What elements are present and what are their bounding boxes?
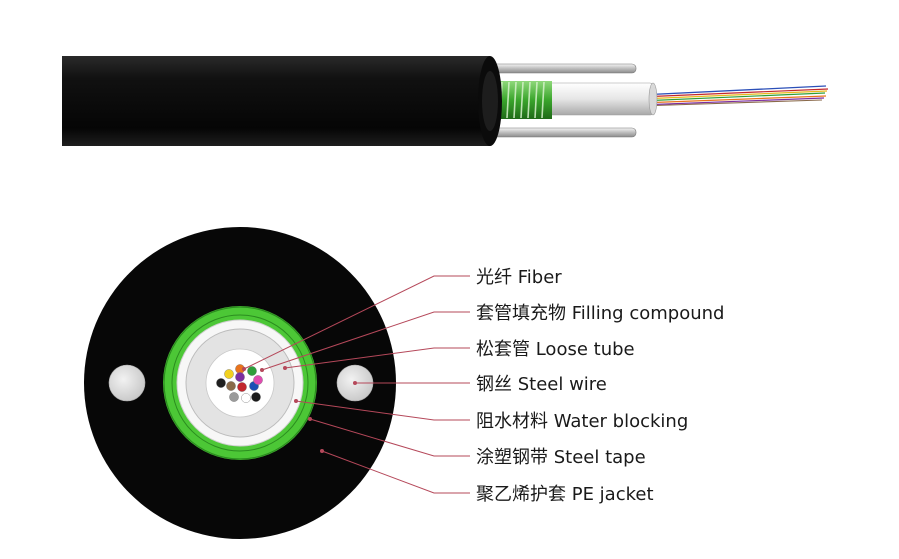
leader-line-fiber	[243, 275, 470, 370]
fiber-dot	[237, 382, 247, 392]
steel-wire-rod-bottom	[487, 127, 637, 138]
label-filling-compound: 套管填充物 Filling compound	[476, 303, 724, 324]
leader-line-filling-compound	[261, 311, 470, 371]
pe-jacket-side	[62, 56, 496, 146]
fiber-dot	[226, 381, 236, 391]
label-fiber: 光纤 Fiber	[476, 267, 562, 288]
fiber-dot	[251, 392, 261, 402]
label-steel-wire: 钢丝 Steel wire	[476, 374, 607, 395]
labels: 光纤 Fiber 套管填充物 Filling compound 松套管 Loos…	[476, 267, 724, 505]
loose-tube-side	[544, 82, 654, 116]
fiber-dot	[216, 378, 226, 388]
label-loose-tube: 松套管 Loose tube	[476, 339, 635, 360]
label-pe-jacket: 聚乙烯护套 PE jacket	[476, 484, 654, 505]
leader-line-pe-jacket	[321, 450, 470, 494]
fiber-dot	[229, 392, 239, 402]
leader-line-water-blocking	[295, 400, 470, 421]
cable-cross-section	[84, 227, 396, 539]
fiber-dot	[253, 375, 263, 385]
leader-endpoints	[242, 366, 357, 453]
leader-lines	[243, 275, 470, 494]
leader-line-steel-tape	[309, 418, 470, 457]
fiber-dot	[235, 372, 245, 382]
label-steel-tape: 涂塑钢带 Steel tape	[476, 447, 646, 468]
fiber-dot	[224, 369, 234, 379]
label-water-blocking: 阻水材料 Water blocking	[476, 411, 688, 432]
cable-side-view	[62, 56, 829, 146]
steel-wire-rod-top	[487, 63, 637, 74]
fiber-dot	[241, 393, 251, 403]
steel-wire-left	[108, 364, 146, 402]
leader-line-loose-tube	[284, 347, 470, 369]
fiber-dot	[247, 366, 257, 376]
fibers-strands	[639, 85, 829, 107]
